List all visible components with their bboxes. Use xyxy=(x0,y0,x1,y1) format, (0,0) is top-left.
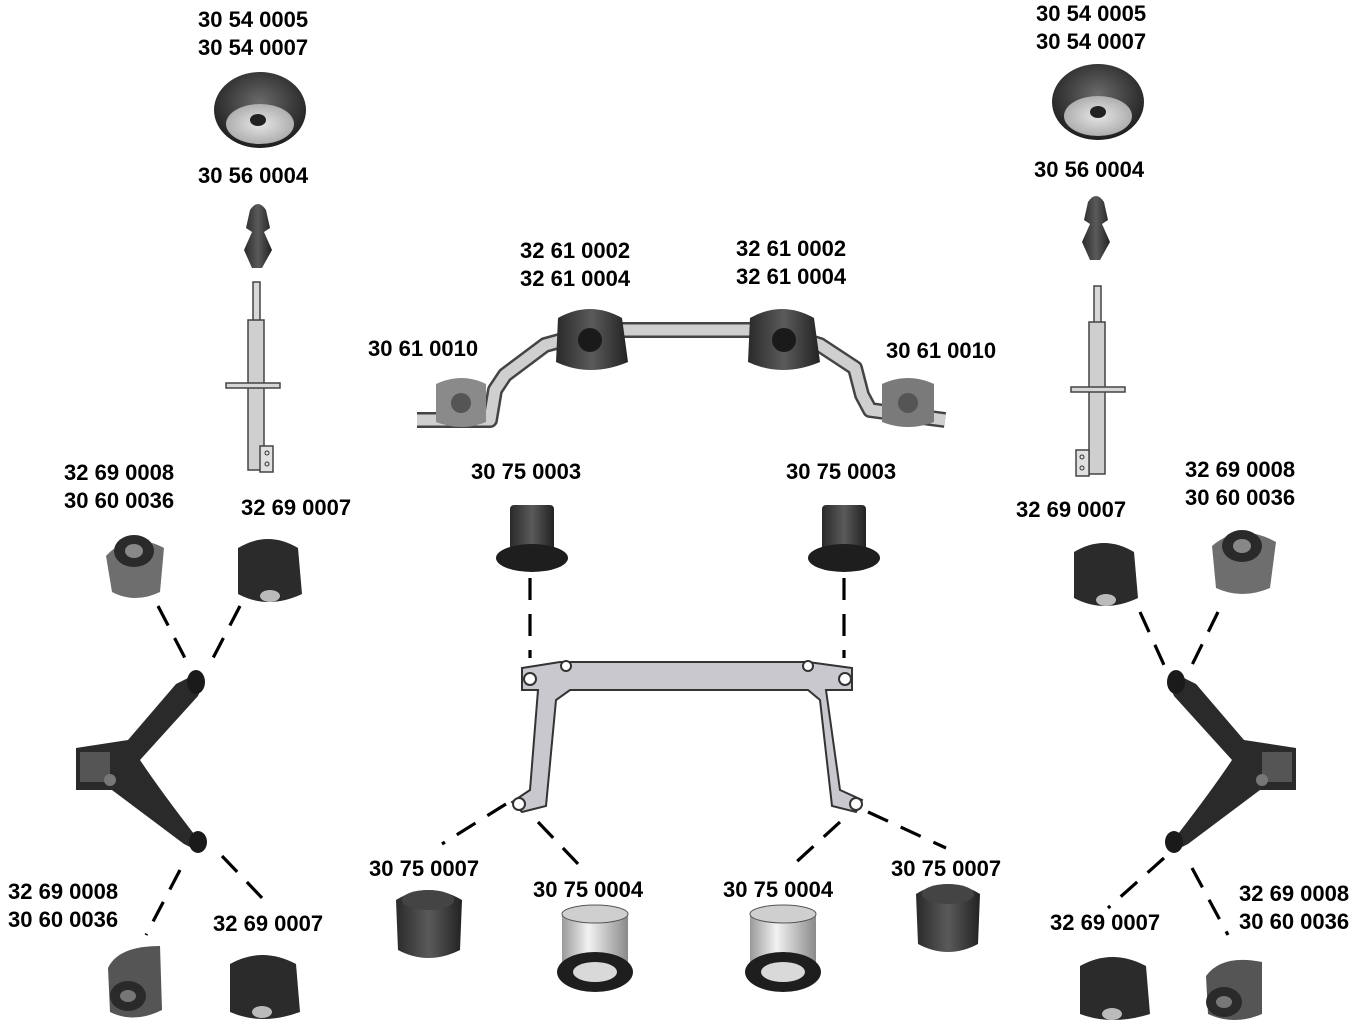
part-number: 32 61 0002 xyxy=(520,238,631,263)
subframe-rear-b-left xyxy=(557,904,633,992)
part-number: 30 56 0004 xyxy=(198,163,309,188)
arm-bush-upper-outer-right xyxy=(1212,530,1276,594)
label-top-mount-left: 30 54 0005 30 54 0007 xyxy=(198,6,308,62)
part-number: 32 69 0007 xyxy=(1050,910,1161,935)
part-number: 32 61 0002 xyxy=(736,236,847,261)
arm-bush-upper-inner-left xyxy=(238,539,302,602)
part-number: 30 60 0036 xyxy=(1185,485,1296,510)
bump-stop-left xyxy=(244,204,272,268)
arm-bush-lower-outer-right xyxy=(1206,959,1262,1020)
part-number: 30 61 0010 xyxy=(886,338,997,363)
label-stab-end-left: 30 61 0010 xyxy=(368,335,478,363)
part-number: 32 69 0008 xyxy=(8,879,119,904)
part-number: 30 75 0007 xyxy=(369,856,480,881)
label-stab-bush-left: 32 61 0002 32 61 0004 xyxy=(520,237,630,293)
label-arm-lower-outer-left: 32 69 0008 30 60 0036 xyxy=(8,878,118,934)
part-number: 32 61 0004 xyxy=(736,264,847,289)
shock-absorber-right xyxy=(1070,285,1126,477)
part-number: 30 60 0036 xyxy=(64,488,175,513)
label-arm-upper-inner-right: 32 69 0007 xyxy=(1016,496,1126,524)
label-arm-lower-inner-left: 32 69 0007 xyxy=(213,910,323,938)
arm-bush-lower-outer-left xyxy=(108,946,162,1018)
label-bump-stop-left: 30 56 0004 xyxy=(198,162,308,190)
subframe-rear-a-right xyxy=(916,884,980,952)
part-number: 30 54 0007 xyxy=(198,35,309,60)
label-arm-upper-outer-left: 32 69 0008 30 60 0036 xyxy=(64,459,174,515)
arm-bush-upper-inner-right xyxy=(1074,543,1138,606)
stab-end-right xyxy=(882,378,934,427)
label-subframe-rear-a-left: 30 75 0007 xyxy=(369,855,479,883)
label-stab-end-right: 30 61 0010 xyxy=(886,337,996,365)
arm-bush-upper-outer-left xyxy=(106,535,164,598)
part-number: 32 69 0008 xyxy=(64,460,175,485)
part-number: 30 54 0007 xyxy=(1036,29,1147,54)
stab-bush-right xyxy=(748,309,820,370)
label-bump-stop-right: 30 56 0004 xyxy=(1034,156,1144,184)
part-number: 32 61 0004 xyxy=(520,266,631,291)
part-number: 30 54 0005 xyxy=(198,7,309,32)
part-number: 30 54 0005 xyxy=(1036,1,1147,26)
label-arm-upper-inner-left: 32 69 0007 xyxy=(241,494,351,522)
arm-bush-lower-inner-left xyxy=(230,955,300,1019)
subframe xyxy=(510,660,864,814)
part-number: 30 60 0036 xyxy=(1239,909,1350,934)
part-number: 30 75 0003 xyxy=(786,459,897,484)
part-number: 30 56 0004 xyxy=(1034,157,1145,182)
control-arm-right xyxy=(1165,670,1296,853)
label-subframe-mount-left: 30 75 0003 xyxy=(471,458,581,486)
stabilizer-bar xyxy=(417,322,947,428)
arm-bush-lower-inner-right xyxy=(1080,957,1150,1020)
top-mount-right xyxy=(1052,64,1144,140)
part-number: 30 60 0036 xyxy=(8,907,119,932)
control-arm-left xyxy=(76,670,207,853)
subframe-mount-right xyxy=(808,505,880,572)
shock-absorber-left xyxy=(225,281,281,473)
subframe-rear-b-right xyxy=(745,904,821,992)
part-number: 30 75 0004 xyxy=(533,877,644,902)
part-number: 30 75 0007 xyxy=(891,856,1002,881)
part-number: 32 69 0008 xyxy=(1239,881,1350,906)
part-number: 30 61 0010 xyxy=(368,336,479,361)
part-number: 30 75 0003 xyxy=(471,459,582,484)
leader-lines xyxy=(144,578,1230,936)
part-number: 32 69 0007 xyxy=(213,911,324,936)
label-subframe-rear-b-right: 30 75 0004 xyxy=(723,876,833,904)
label-stab-bush-right: 32 61 0002 32 61 0004 xyxy=(736,235,846,291)
top-mount-left xyxy=(214,72,306,148)
subframe-mount-left xyxy=(496,505,568,572)
part-number: 30 75 0004 xyxy=(723,877,834,902)
label-top-mount-right: 30 54 0005 30 54 0007 xyxy=(1036,0,1146,56)
label-arm-lower-inner-right: 32 69 0007 xyxy=(1050,909,1160,937)
label-subframe-rear-a-right: 30 75 0007 xyxy=(891,855,1001,883)
label-arm-upper-outer-right: 32 69 0008 30 60 0036 xyxy=(1185,456,1295,512)
part-number: 32 69 0008 xyxy=(1185,457,1296,482)
label-subframe-mount-right: 30 75 0003 xyxy=(786,458,896,486)
part-number: 32 69 0007 xyxy=(1016,497,1127,522)
subframe-rear-a-left xyxy=(396,890,462,958)
part-number: 32 69 0007 xyxy=(241,495,352,520)
stab-bush-left xyxy=(556,309,628,370)
label-subframe-rear-b-left: 30 75 0004 xyxy=(533,876,643,904)
bump-stop-right xyxy=(1082,196,1110,260)
stab-end-left xyxy=(436,378,486,427)
label-arm-lower-outer-right: 32 69 0008 30 60 0036 xyxy=(1239,880,1349,936)
